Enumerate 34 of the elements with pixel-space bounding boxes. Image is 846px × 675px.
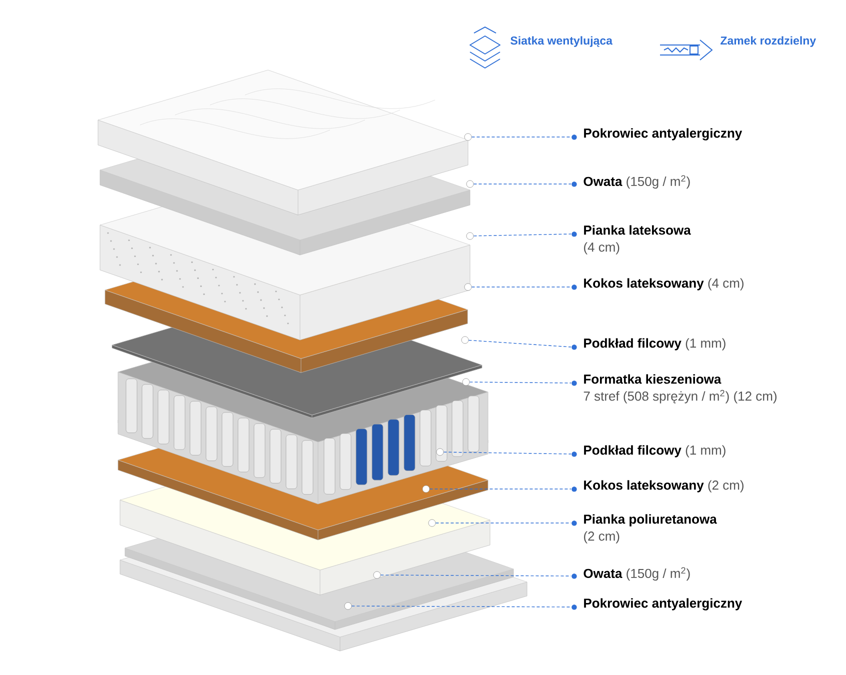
layer-label: Pokrowiec antyalergiczny: [572, 128, 742, 140]
leader-line: [469, 382, 572, 384]
layer-label: Pianka poliuretanowa (2 cm): [572, 514, 717, 544]
layer-marker: [461, 336, 469, 344]
layer-label: Owata (150g / m$^{2}$): [572, 567, 690, 581]
leader-line: [468, 340, 572, 348]
layer-marker: [344, 602, 352, 610]
layer-label: Kokos lateksowany (4 cm): [572, 278, 744, 290]
leader-line: [471, 286, 572, 288]
layer-label: Podkład filcowy (1 mm): [572, 445, 726, 458]
leader-line: [429, 488, 572, 490]
leader-line: [435, 522, 572, 524]
feature-label: Zamek rozdzielny: [720, 36, 816, 47]
layer-label: Podkład filcowy (1 mm): [572, 338, 726, 350]
layer-marker: [462, 378, 470, 386]
layer-label: Pokrowiec antyalergiczny: [572, 598, 742, 610]
layer-marker: [464, 283, 472, 291]
layer-marker: [422, 485, 430, 493]
layer-marker: [428, 519, 436, 527]
leader-line: [380, 574, 572, 576]
layer-label: Pianka lateksowa (4 cm): [572, 225, 691, 254]
layer-marker: [436, 448, 444, 456]
layer-marker: [373, 571, 381, 579]
leader-line: [473, 234, 572, 236]
leader-line: [351, 606, 572, 608]
layer-label: Owata (150g / m$^{2}$): [572, 175, 690, 189]
leader-line: [443, 452, 572, 454]
feature-label: Siatka wentylująca: [510, 36, 613, 47]
leader-line: [471, 136, 572, 138]
layer-marker: [466, 180, 474, 188]
layer-marker: [464, 133, 472, 141]
layer-marker: [466, 232, 474, 240]
layer-label: Kokos lateksowany (2 cm): [572, 480, 744, 492]
layer-label: Formatka kieszeniowa 7 stref (508 sprężyn / m$^{2}$) (12 cm): [572, 374, 776, 404]
